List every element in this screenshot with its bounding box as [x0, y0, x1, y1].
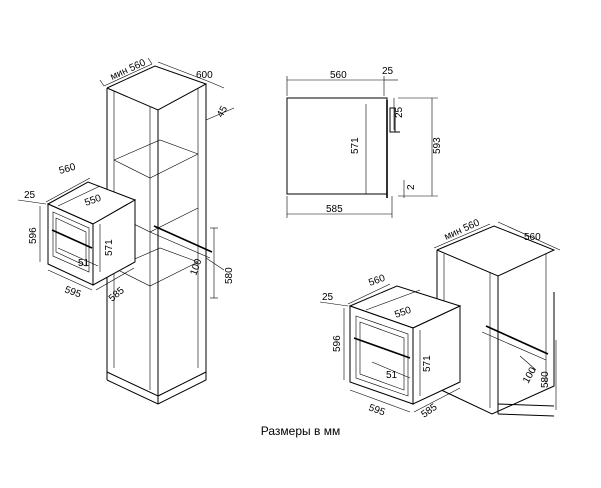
side-dim-585: 585: [326, 204, 343, 215]
side-dim-25-side: 25: [394, 106, 405, 118]
side-view: 560 25 25 593 2 571 585: [286, 66, 443, 218]
oven-left-dim-595: 595: [63, 284, 83, 300]
side-dim-25-top: 25: [382, 66, 394, 77]
uc-dim-560: 560: [524, 232, 541, 243]
side-dim-571: 571: [350, 137, 361, 154]
tall-dim-100: 100: [188, 257, 204, 277]
tall-dim-min560: мин 560: [109, 57, 148, 82]
uc-dim-100: 100: [521, 365, 539, 385]
oven-left-dim-51: 51: [78, 258, 90, 269]
oven-right-dim-25: 25: [322, 292, 334, 303]
oven-right-dim-571: 571: [422, 355, 433, 372]
caption: Размеры в мм: [260, 424, 341, 438]
oven-right-dim-585: 585: [419, 402, 439, 421]
oven-left-dim-585: 585: [107, 285, 127, 304]
side-dim-560: 560: [330, 70, 347, 81]
oven-right-dim-595: 595: [367, 402, 387, 418]
oven-right-dim-51: 51: [386, 370, 398, 381]
uc-dim-580: 580: [540, 371, 551, 388]
tall-dim-45: 45: [215, 104, 230, 120]
oven-left-dim-560: 560: [58, 162, 77, 177]
side-dim-2: 2: [406, 184, 417, 190]
oven-right-dim-596: 596: [332, 335, 343, 352]
side-dim-593: 593: [432, 137, 443, 154]
oven-left: 560 550 25 596 571 51 595 585: [17, 162, 137, 304]
oven-left-dim-596: 596: [28, 227, 39, 244]
oven-left-dim-571: 571: [104, 239, 115, 256]
tall-dim-580: 580: [224, 267, 235, 284]
oven-right-dim-560: 560: [367, 273, 387, 289]
oven-right: 560 550 25 596 571 51 595 585: [319, 273, 462, 421]
tall-dim-600: 600: [196, 70, 213, 81]
oven-left-dim-25: 25: [24, 190, 36, 201]
